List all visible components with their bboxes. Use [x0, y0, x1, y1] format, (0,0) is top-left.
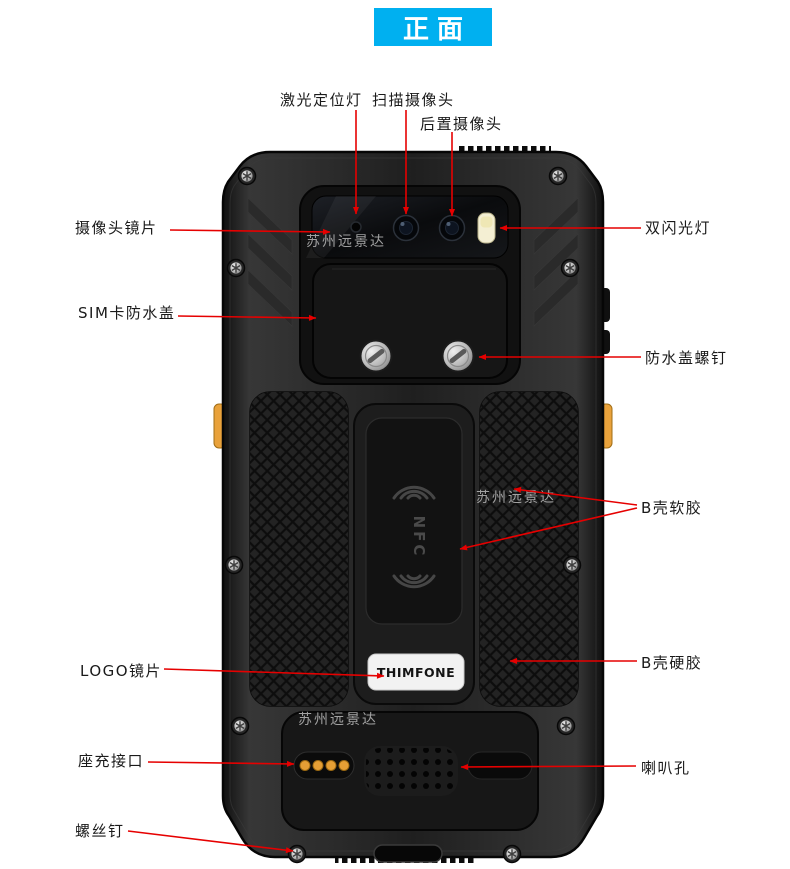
nfc-contactless-icon: [392, 485, 436, 589]
header-banner: 正面: [374, 8, 492, 46]
camera-module: [299, 185, 521, 385]
logo-label: THIMFONE: [367, 653, 465, 691]
speaker-grid: [364, 746, 458, 796]
leader-speaker-hole: [460, 763, 637, 770]
bottom-module: [281, 711, 539, 863]
annotation-dock-charging-port: 座充接口: [78, 752, 145, 770]
cover-screw-left: [359, 339, 393, 373]
annotation-b-shell-hard-rubber: B壳硬胶: [641, 654, 703, 672]
screw-mid-right: [562, 555, 582, 575]
screw-upper-left: [226, 258, 246, 278]
annotation-waterproof-cover-screw: 防水盖螺钉: [645, 349, 728, 367]
bottom-port-cover: [467, 751, 533, 780]
annotation-camera-lens: 摄像头镜片: [75, 219, 158, 237]
annotation-rear-camera: 后置摄像头: [420, 115, 503, 133]
screw-bottom-right: [502, 844, 522, 864]
leader-camera-lens: [169, 228, 331, 235]
grip-texture-panels: [249, 391, 579, 707]
leader-sim-waterproof-cover: [177, 314, 317, 321]
leader-lines: [127, 110, 641, 854]
annotation-scan-camera: 扫描摄像头: [372, 91, 455, 109]
annotation-sim-waterproof-cover: SIM卡防水盖: [78, 304, 176, 322]
leader-soft-rubber-2: [459, 507, 638, 551]
rear-camera-lens: [438, 214, 466, 242]
scan-camera-lens: [392, 214, 420, 242]
laser-positioning-light: [350, 221, 362, 233]
leader-screw: [127, 830, 294, 854]
leader-logo-lens: [163, 668, 385, 679]
dock-charging-pins: [293, 751, 355, 780]
annotation-b-shell-soft-rubber: B壳软胶: [641, 499, 703, 517]
annotation-laser-light: 激光定位灯: [280, 91, 363, 109]
corner-armor-stripes: [247, 197, 579, 327]
screw-upper-right: [560, 258, 580, 278]
cover-screw-right: [441, 339, 475, 373]
screw-bottom-left: [287, 844, 307, 864]
header-title: 正面: [402, 14, 471, 45]
annotation-speaker-hole: 喇叭孔: [641, 759, 691, 777]
screw-top-right: [548, 166, 568, 186]
screw-top-left: [237, 166, 257, 186]
screw-mid-left: [224, 555, 244, 575]
flash-inner: [480, 216, 493, 228]
annotation-screw: 螺丝钉: [75, 822, 125, 840]
watermark-3: 苏州远景达: [298, 712, 378, 728]
annotation-dual-flash: 双闪光灯: [645, 219, 712, 237]
leader-dock-charging-port: [147, 760, 295, 767]
body-bevel: [229, 157, 597, 852]
watermark-2: 苏州远景达: [476, 490, 556, 506]
screw-lower-left: [230, 716, 250, 736]
bottom-latch: [373, 844, 443, 863]
nfc-text: NFC: [410, 516, 428, 559]
brand-logo-text: THIMFONE: [377, 665, 455, 680]
sim-waterproof-cover-panel: [312, 263, 508, 379]
leader-soft-rubber-1: [513, 486, 638, 506]
watermark-1: 苏州远景达: [306, 234, 386, 250]
annotation-logo-lens: LOGO镜片: [80, 662, 163, 680]
nfc-panel: NFC: [353, 403, 475, 705]
screw-lower-right: [556, 716, 576, 736]
